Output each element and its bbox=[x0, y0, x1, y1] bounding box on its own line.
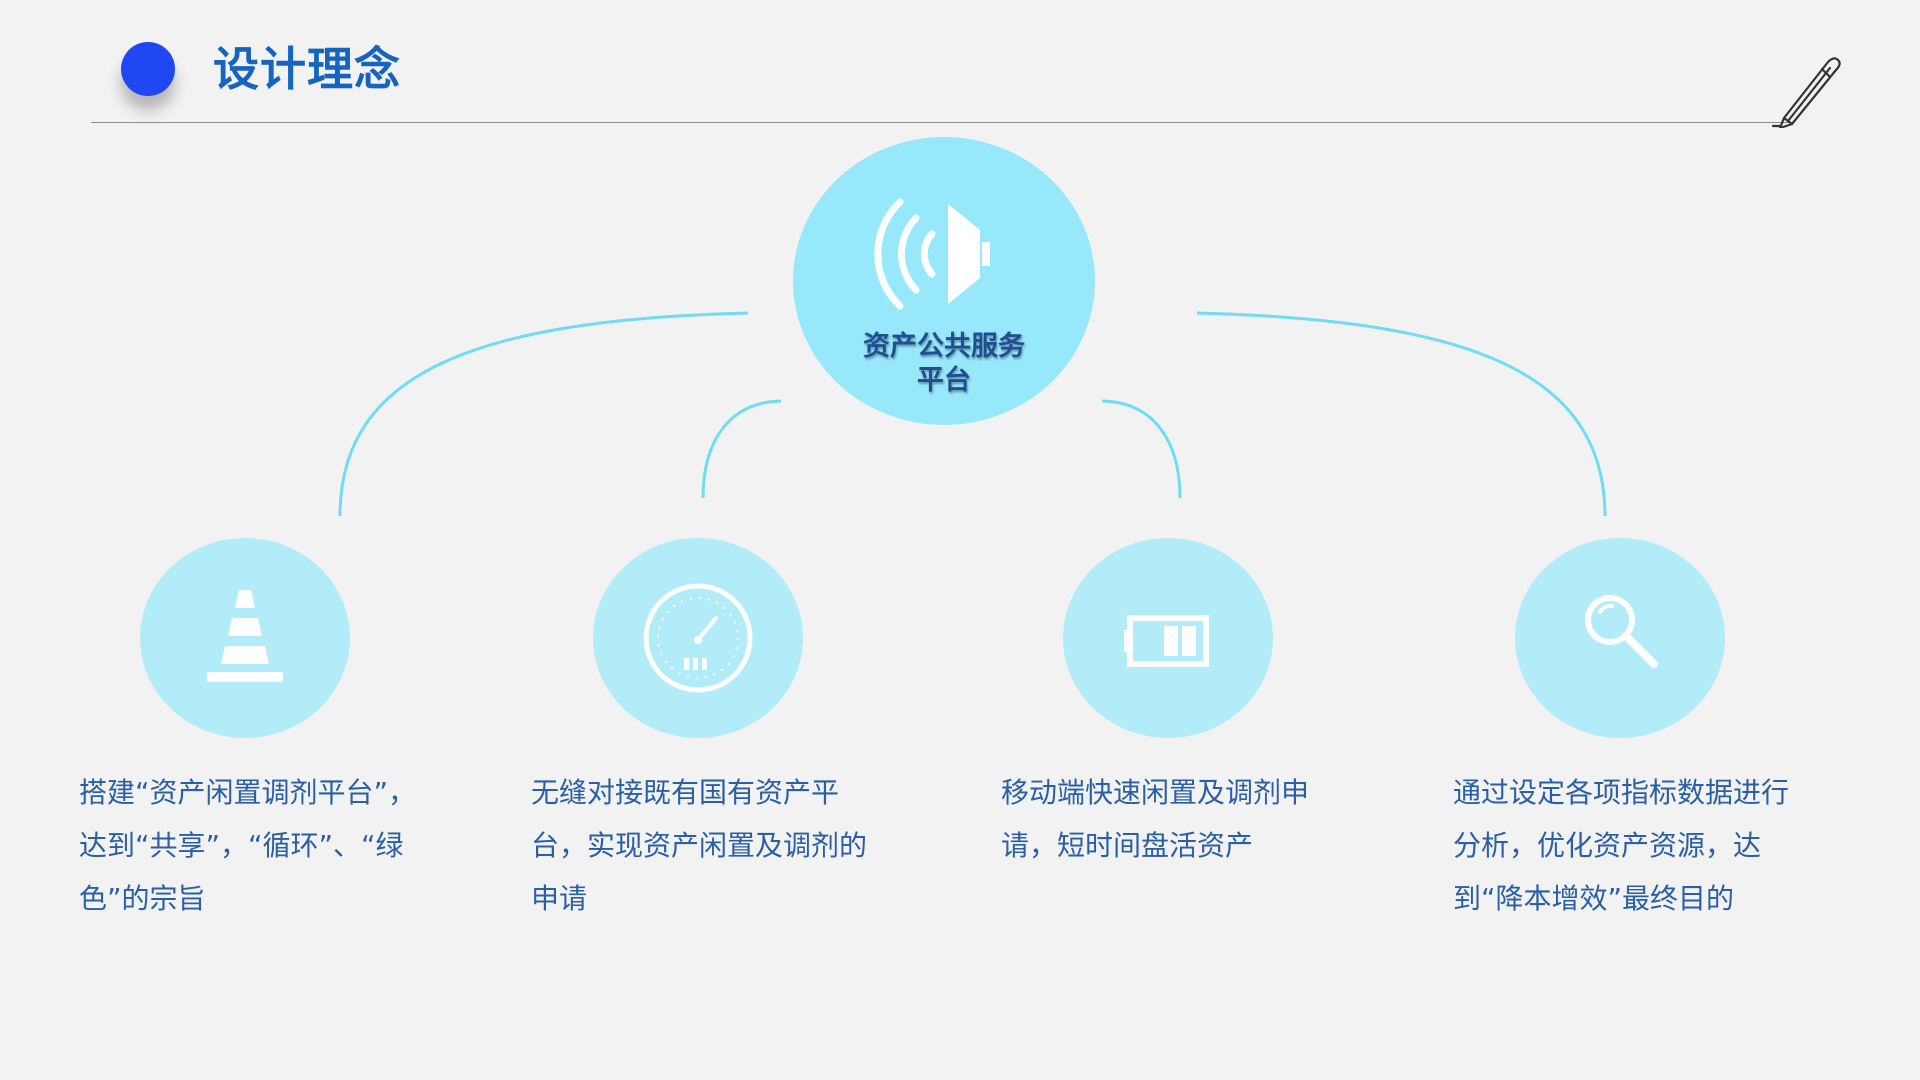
speaker-icon bbox=[874, 198, 990, 310]
node-text-1: 搭建“资产闲置调剂平台”，达到“共享”，“循环”、“绿色”的宗旨 bbox=[79, 776, 417, 915]
header-bullet-dot bbox=[121, 42, 175, 96]
magnifier-icon bbox=[1585, 595, 1658, 668]
page-title: 设计理念 bbox=[213, 42, 401, 96]
connector-arc-2 bbox=[701, 399, 782, 499]
traffic-cone-icon bbox=[207, 590, 283, 682]
center-hub-circle bbox=[793, 137, 1095, 425]
connector-arc-4 bbox=[1196, 311, 1607, 517]
node-text-4: 通过设定各项指标数据进行分析，优化资产资源，达到“降本增效”最终目的 bbox=[1453, 776, 1790, 915]
center-hub-label: 资产公共服务 平台 bbox=[793, 330, 1095, 398]
node-circle-1 bbox=[140, 538, 350, 738]
node-text-3: 移动端快速闲置及调剂申请，短时间盘活资产 bbox=[1001, 776, 1310, 862]
speedometer-icon bbox=[643, 583, 753, 693]
header-divider bbox=[91, 122, 1791, 123]
center-hub-label-line1: 资产公共服务 bbox=[863, 331, 1025, 362]
battery-icon bbox=[1124, 615, 1209, 667]
connector-arc-3 bbox=[1101, 399, 1182, 499]
node-text-2: 无缝对接既有国有资产平台，实现资产闲置及调剂的申请 bbox=[531, 776, 868, 915]
center-hub-label-line2: 平台 bbox=[917, 365, 971, 396]
connector-arc-1 bbox=[338, 311, 749, 517]
pen-icon bbox=[1771, 57, 1841, 128]
